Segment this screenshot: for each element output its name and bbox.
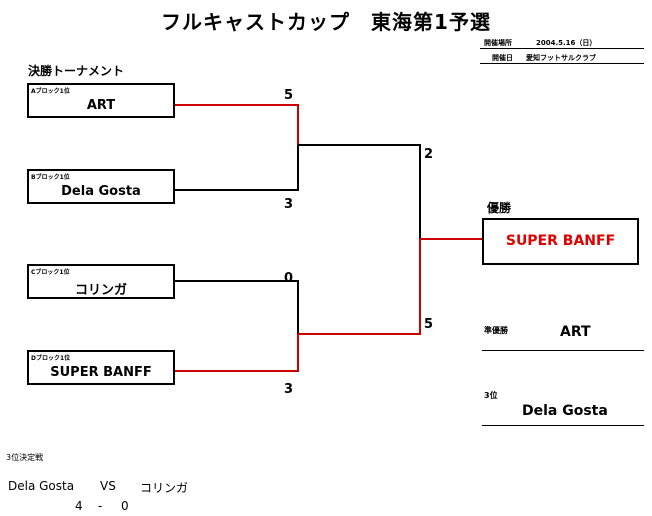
team-a-block: Aブロック1位 xyxy=(31,88,70,95)
team-b-name: Dela Gosta xyxy=(61,184,141,199)
team-box-b: Bブロック1位 Dela Gosta xyxy=(27,169,175,204)
tp-dash: - xyxy=(98,499,103,513)
third-divider xyxy=(482,425,644,426)
tp-score-a: 4 xyxy=(75,499,83,513)
team-box-d: Dブロック1位 SUPER BANFF xyxy=(27,350,175,385)
third-name: Dela Gosta xyxy=(522,403,608,419)
score-semi1-bottom: 3 xyxy=(284,197,294,212)
line-team-d xyxy=(175,334,299,372)
line-semi1-winner xyxy=(298,144,421,239)
venue-label: 開催場所 xyxy=(484,39,512,47)
line-semi2-winner xyxy=(298,239,421,335)
venue-value: 2004.5.16（日） xyxy=(536,39,597,47)
score-semi2-top: 0 xyxy=(284,271,294,286)
meta-divider-1 xyxy=(480,48,644,49)
champion-label: 優勝 xyxy=(487,201,512,215)
score-final-bottom: 5 xyxy=(424,317,434,332)
champion-name: SUPER BANFF xyxy=(505,233,616,249)
date-label: 開催日 xyxy=(492,54,513,62)
runner-up-name: ART xyxy=(560,324,591,340)
team-a-name: ART xyxy=(86,98,116,113)
line-team-a xyxy=(175,104,299,145)
tp-score-b: 0 xyxy=(121,499,129,513)
third-label: 3位 xyxy=(484,391,498,400)
tp-team-a: Dela Gosta xyxy=(8,479,75,493)
team-box-c: Cブロック1位 コリンガ xyxy=(27,264,175,299)
champion-box: SUPER BANFF xyxy=(482,218,639,265)
team-box-a: Aブロック1位 ART xyxy=(27,83,175,118)
score-semi1-top: 5 xyxy=(284,88,294,103)
team-c-block: Cブロック1位 xyxy=(31,269,70,276)
tp-team-b: コリンガ xyxy=(140,481,189,495)
date-value: 愛知フットサルクラブ xyxy=(526,54,596,62)
runner-up-divider xyxy=(482,350,644,351)
line-team-b xyxy=(175,145,299,191)
team-d-name: SUPER BANFF xyxy=(50,365,152,380)
line-team-c xyxy=(175,280,299,334)
score-semi2-bottom: 3 xyxy=(284,382,294,397)
tp-vs: VS xyxy=(100,479,116,493)
score-final-top: 2 xyxy=(424,147,434,162)
team-c-name: コリンガ xyxy=(74,283,127,298)
runner-up-label: 準優勝 xyxy=(484,326,508,335)
third-place-match-title: 3位決定戦 xyxy=(6,453,44,462)
section-title: 決勝トーナメント xyxy=(28,64,125,78)
meta-divider-2 xyxy=(480,63,644,64)
team-d-block: Dブロック1位 xyxy=(31,355,71,362)
page-title: フルキャストカップ 東海第1予選 xyxy=(161,10,491,34)
team-b-block: Bブロック1位 xyxy=(31,174,70,181)
